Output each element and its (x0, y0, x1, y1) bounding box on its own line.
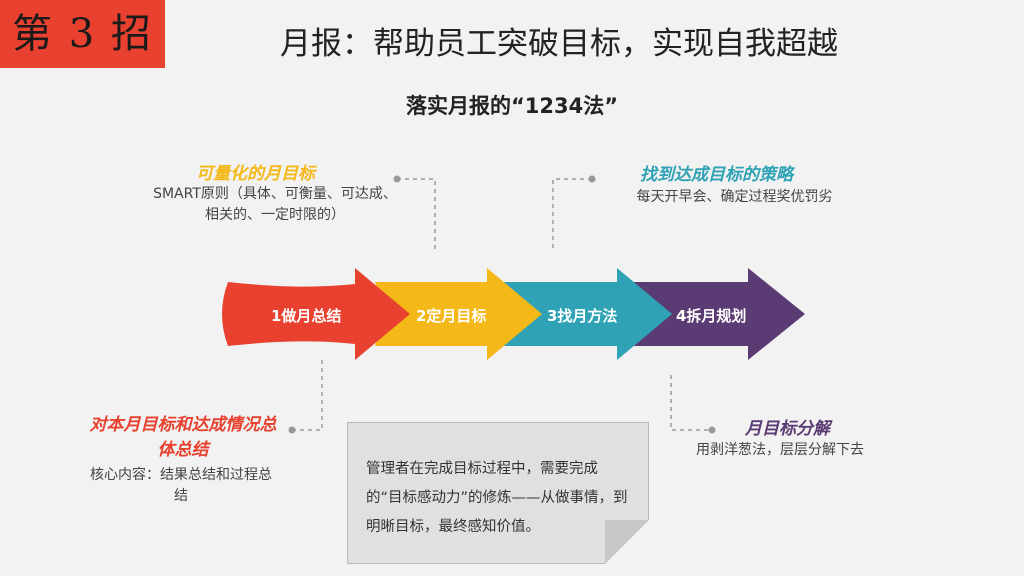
arrow-step-4 (620, 268, 805, 360)
note-box: 管理者在完成目标过程中，需要完成的“目标感动力”的修炼——从做事情，到明晰目标，… (347, 422, 649, 564)
arrow-step-1 (222, 268, 410, 360)
callout-top-right-title: 找到达成目标的策略 (640, 165, 793, 185)
arrow-step-3 (498, 268, 672, 360)
callout-top-left-title: 可量化的月目标 (196, 164, 315, 184)
step-1-label: 1做月总结 (271, 307, 342, 325)
callout-top-left-text: SMART原则（具体、可衡量、可达成、相关的、一定时限的） (153, 186, 397, 223)
section-badge: 第 3 招 (0, 0, 165, 68)
note-text: 管理者在完成目标过程中，需要完成的“目标感动力”的修炼——从做事情，到明晰目标，… (366, 461, 628, 535)
step-3-label: 3找月方法 (547, 307, 618, 325)
page-title: 月报：帮助员工突破目标，实现自我超越 (280, 26, 838, 62)
callout-bottom-right-title: 月目标分解 (745, 419, 830, 439)
arrow-step-2 (375, 268, 542, 360)
callout-top-right-text: 每天开早会、确定过程奖优罚劣 (636, 189, 833, 205)
step-2-label: 2定月目标 (416, 307, 487, 325)
page-curl-corner (605, 520, 649, 564)
callout-bottom-left-text: 核心内容：结果总结和过程总结 (90, 467, 272, 504)
page-subtitle: 落实月报的“1234法” (405, 94, 619, 118)
step-4-label: 4拆月规划 (676, 307, 747, 325)
callout-bottom-right-text: 用剥洋葱法，层层分解下去 (696, 442, 864, 458)
dashed-connectors (292, 178, 712, 431)
callout-bottom-left-title: 对本月目标和达成情况总体总结 (89, 415, 277, 460)
